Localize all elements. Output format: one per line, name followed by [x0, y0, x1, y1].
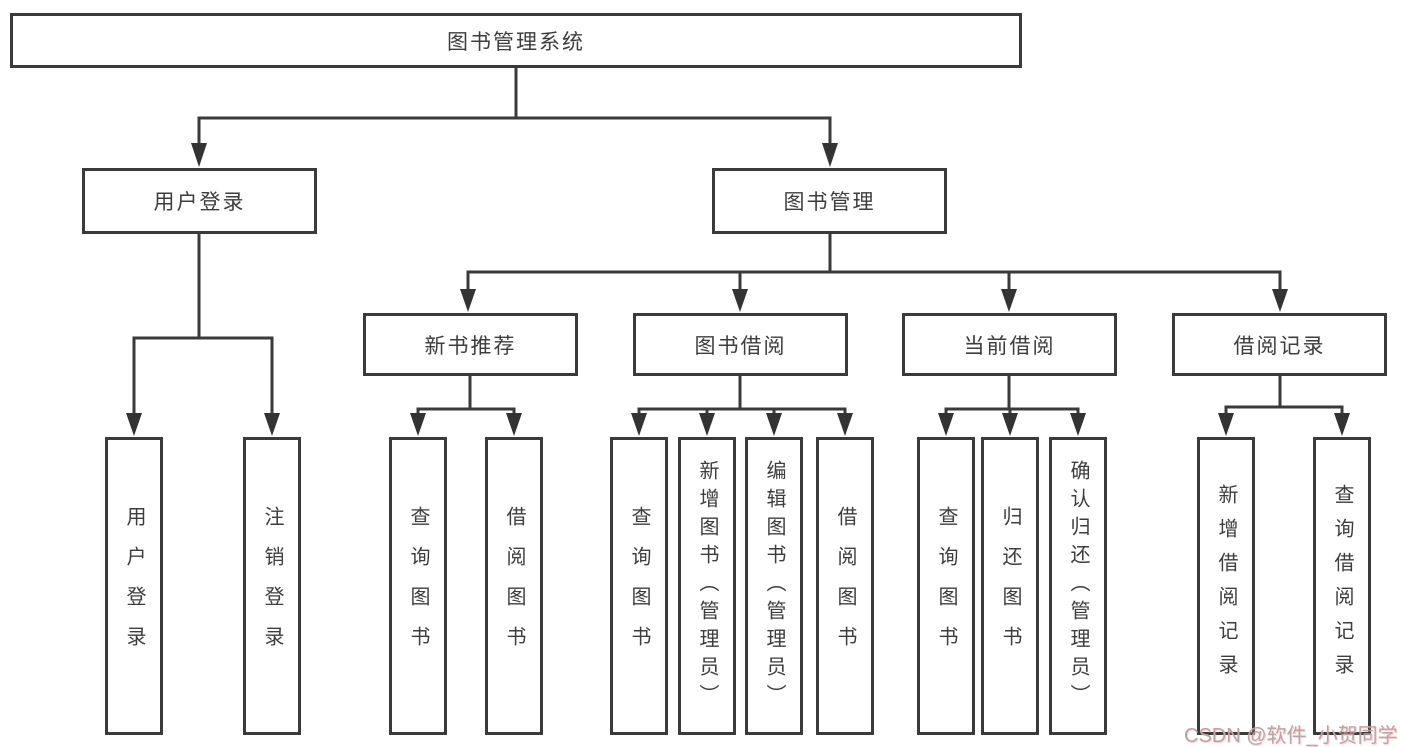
leaf-edit-books-admin-label: 编辑图书（管理员） [763, 460, 785, 712]
leaf-query-books-3-label: 查询图书 [935, 506, 957, 666]
leaf-return-books-label: 归还图书 [999, 506, 1021, 666]
node-book-management-label: 图书管理 [783, 191, 876, 214]
leaf-logout-label: 注销登录 [261, 506, 283, 666]
leaf-query-books-2-label: 查询图书 [628, 506, 650, 666]
node-book-borrow-label: 图书借阅 [694, 334, 787, 358]
node-book-management: 图书管理 [712, 168, 947, 234]
connector-current-borrow [944, 374, 1080, 418]
leaf-borrow-books-1: 借阅图书 [485, 437, 543, 735]
leaf-user-login-label: 用户登录 [123, 506, 145, 666]
leaf-confirm-return-admin-label: 确认归还（管理员） [1067, 460, 1089, 712]
connector-user-login [132, 232, 274, 418]
connector-borrow-records [1224, 374, 1344, 418]
leaf-query-books-1: 查询图书 [389, 437, 447, 735]
node-borrow-records-label: 借阅记录 [1233, 334, 1326, 358]
node-root: 图书管理系统 [10, 13, 1022, 68]
leaf-borrow-books-1-label: 借阅图书 [503, 506, 525, 666]
leaf-edit-books-admin: 编辑图书（管理员） [745, 437, 803, 735]
connector-new-book [416, 374, 516, 418]
leaf-confirm-return-admin: 确认归还（管理员） [1049, 437, 1107, 735]
node-user-login: 用户登录 [82, 168, 317, 234]
leaf-add-borrow-record: 新增借阅记录 [1197, 437, 1255, 735]
leaf-query-borrow-record-label: 查询借阅记录 [1331, 484, 1353, 688]
arrowheads [126, 143, 1350, 436]
node-new-book-recommend: 新书推荐 [363, 313, 578, 376]
node-user-login-label: 用户登录 [153, 191, 246, 214]
leaf-add-books-admin: 新增图书（管理员） [678, 437, 736, 735]
connector-book-management [466, 232, 1282, 294]
leaf-logout: 注销登录 [243, 437, 301, 735]
leaf-query-books-3: 查询图书 [917, 437, 975, 735]
leaf-return-books: 归还图书 [981, 437, 1039, 735]
leaf-borrow-books-2: 借阅图书 [816, 437, 874, 735]
leaf-add-borrow-record-label: 新增借阅记录 [1215, 484, 1237, 688]
node-root-label: 图书管理系统 [447, 30, 585, 54]
connector-root [197, 66, 832, 148]
node-new-book-recommend-label: 新书推荐 [424, 334, 517, 358]
leaf-user-login: 用户登录 [105, 437, 163, 735]
leaf-add-books-admin-label: 新增图书（管理员） [696, 460, 718, 712]
connector-book-borrow [637, 374, 847, 418]
leaf-query-books-1-label: 查询图书 [407, 506, 429, 666]
node-current-borrow-label: 当前借阅 [963, 334, 1056, 358]
node-current-borrow: 当前借阅 [902, 313, 1117, 376]
leaf-borrow-books-2-label: 借阅图书 [834, 506, 856, 666]
leaf-query-books-2: 查询图书 [610, 437, 668, 735]
node-borrow-records: 借阅记录 [1172, 313, 1387, 376]
leaf-query-borrow-record: 查询借阅记录 [1313, 437, 1371, 735]
node-book-borrow: 图书借阅 [633, 313, 848, 376]
